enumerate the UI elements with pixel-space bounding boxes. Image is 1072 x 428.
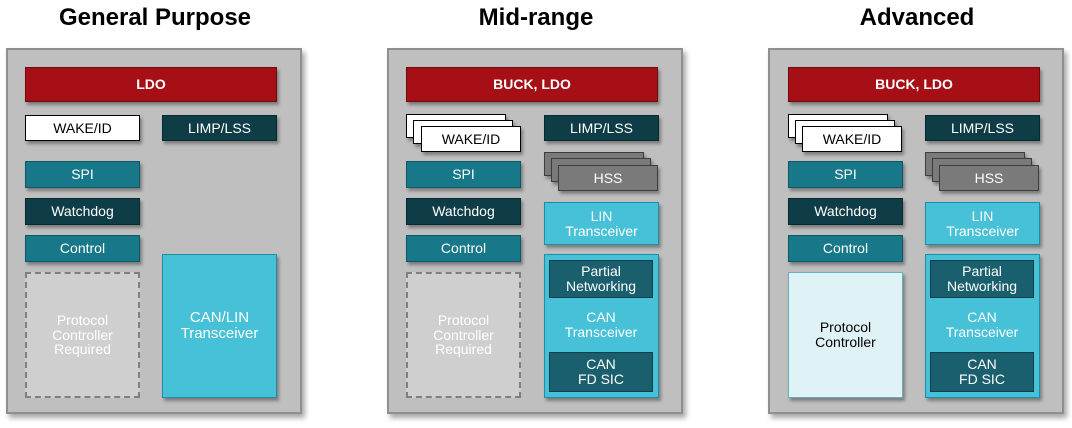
limp-lss-block: LIMP/LSS xyxy=(925,115,1040,141)
column-title-advanced: Advanced xyxy=(859,4,975,31)
partial-networking-block: Partial Networking xyxy=(930,260,1034,298)
wake-id-block: WAKE/ID xyxy=(802,126,902,152)
protocol-controller-required-block: Protocol Controller Required xyxy=(406,272,521,398)
wake-id-block: WAKE/ID xyxy=(25,115,140,141)
wake-id-block: WAKE/ID xyxy=(421,126,521,152)
spi-block: SPI xyxy=(25,161,140,188)
lin-transceiver-block: LIN Transceiver xyxy=(925,202,1040,245)
spi-block: SPI xyxy=(788,161,903,188)
column-title-mid-range: Mid-range xyxy=(478,4,594,31)
protocol-controller-required-block: Protocol Controller Required xyxy=(25,272,140,398)
control-block: Control xyxy=(25,235,140,262)
control-block: Control xyxy=(406,235,521,262)
partial-networking-block: Partial Networking xyxy=(549,260,653,298)
can-lin-transceiver-block: CAN/LIN Transceiver xyxy=(162,254,277,398)
hss-block: HSS xyxy=(939,165,1039,191)
buck-ldo-block: BUCK, LDO xyxy=(788,67,1040,102)
limp-lss-block: LIMP/LSS xyxy=(544,115,659,141)
control-block: Control xyxy=(788,235,903,262)
watchdog-block: Watchdog xyxy=(788,198,903,225)
lin-transceiver-block: LIN Transceiver xyxy=(544,202,659,245)
can-fd-sic-block: CAN FD SIC xyxy=(930,352,1034,392)
spi-block: SPI xyxy=(406,161,521,188)
watchdog-block: Watchdog xyxy=(25,198,140,225)
column-title-general-purpose: General Purpose xyxy=(58,4,252,31)
can-transceiver-label: CAN Transceiver xyxy=(564,309,638,340)
hss-block: HSS xyxy=(558,165,658,191)
buck-ldo-block: BUCK, LDO xyxy=(406,67,658,102)
watchdog-block: Watchdog xyxy=(406,198,521,225)
protocol-controller-block: Protocol Controller xyxy=(788,272,903,398)
limp-lss-block: LIMP/LSS xyxy=(162,115,277,141)
can-transceiver-label: CAN Transceiver xyxy=(945,309,1019,340)
can-fd-sic-block: CAN FD SIC xyxy=(549,352,653,392)
ldo-block: LDO xyxy=(25,67,277,102)
